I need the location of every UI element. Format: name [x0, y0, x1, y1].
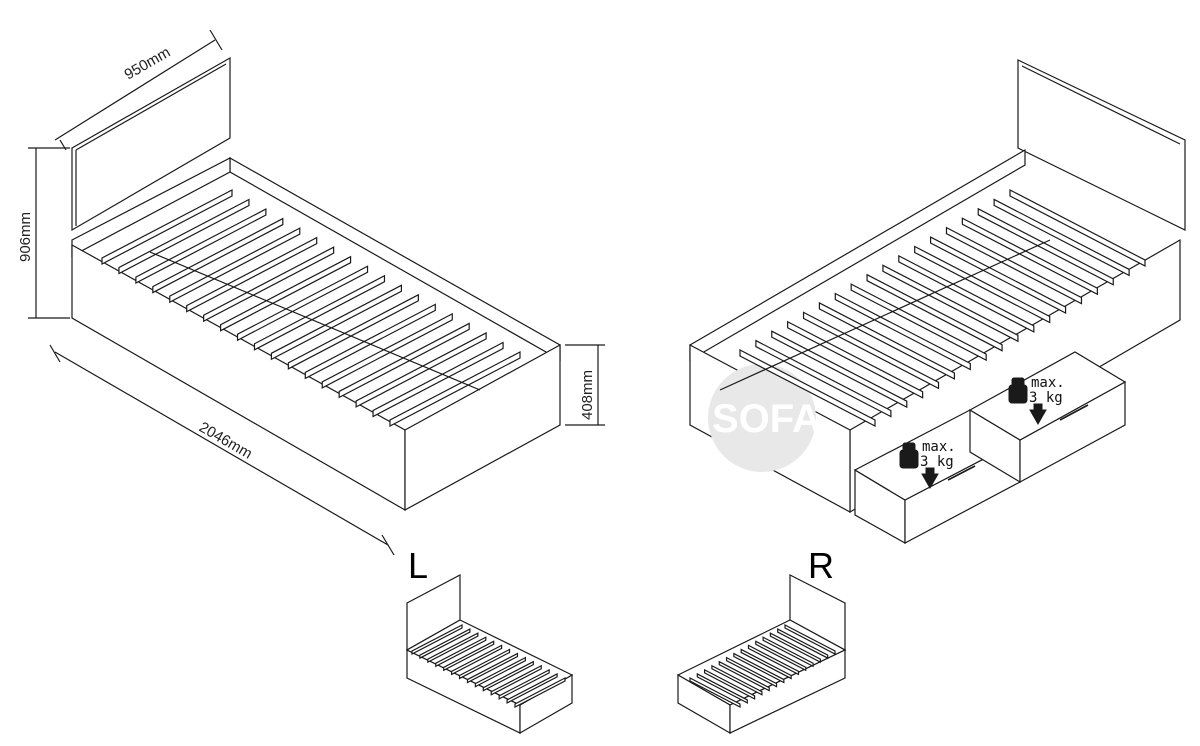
slat	[451, 644, 503, 676]
slat	[834, 292, 971, 371]
slat	[771, 330, 908, 409]
slat	[740, 648, 792, 680]
slat	[769, 632, 821, 664]
load-max-label-1: max.	[922, 439, 956, 455]
slat	[762, 636, 814, 668]
slat	[435, 636, 487, 668]
slat	[372, 341, 504, 418]
slat	[506, 672, 558, 704]
slat	[411, 624, 463, 655]
load-value-label-2: 3 kg	[1029, 390, 1063, 406]
dim-frame-height-label: 408mm	[579, 370, 596, 420]
slat	[203, 246, 335, 323]
dim-length-label: 2046mm	[196, 419, 255, 463]
dim-height-label: 906mm	[17, 212, 34, 262]
slat	[514, 677, 566, 708]
load-value-label-1: 3 kg	[920, 454, 954, 470]
slat	[169, 227, 301, 304]
variant-left-label: L	[408, 545, 428, 586]
slat	[270, 284, 403, 361]
slat	[287, 293, 419, 370]
left-foot-end	[404, 343, 561, 512]
slat	[777, 628, 829, 660]
slat	[474, 656, 526, 688]
slat	[427, 632, 479, 664]
slat	[1009, 189, 1146, 267]
slat	[733, 652, 785, 684]
slat	[898, 254, 1035, 333]
slat	[755, 339, 892, 418]
slat	[945, 226, 1083, 305]
dimension-lines	[28, 29, 605, 556]
slat	[253, 274, 386, 351]
slat	[882, 264, 1019, 343]
slat	[338, 322, 470, 399]
slat	[419, 628, 471, 660]
right-bed-drawing: SOFA	[689, 59, 1186, 545]
slat	[135, 208, 267, 285]
slat	[787, 320, 924, 399]
slat	[739, 349, 876, 427]
slat	[482, 660, 534, 692]
watermark-circle	[708, 364, 816, 472]
slat	[458, 648, 511, 680]
slat	[304, 303, 436, 380]
left-headboard	[71, 56, 231, 232]
slat	[689, 677, 741, 708]
variant-right-thumbnail	[676, 574, 847, 735]
right-headboard	[1017, 59, 1186, 231]
slat	[866, 273, 1003, 352]
variant-right-label: R	[808, 545, 834, 586]
slat	[490, 664, 542, 696]
slat	[443, 640, 495, 672]
slat	[152, 217, 284, 294]
watermark-text: SOFA	[712, 397, 821, 441]
slat	[850, 283, 987, 362]
left-bed-drawing	[71, 56, 561, 512]
slat	[186, 236, 318, 313]
weight-icon-1	[899, 442, 939, 490]
left-slats	[101, 189, 521, 427]
weight-icon-2	[1008, 377, 1047, 426]
slat	[711, 664, 763, 696]
slat	[725, 656, 778, 688]
slat	[118, 198, 250, 275]
slat	[389, 351, 521, 427]
slat	[802, 311, 940, 390]
slat	[498, 668, 550, 700]
slat	[355, 331, 487, 408]
slat	[236, 265, 369, 342]
slat	[961, 217, 1098, 296]
load-max-label-2: max.	[1031, 375, 1065, 391]
slat	[784, 624, 836, 655]
right-slats	[739, 189, 1146, 427]
slat	[929, 236, 1067, 315]
slat	[818, 301, 956, 380]
dim-width-label: 950mm	[122, 44, 174, 84]
slat	[993, 198, 1130, 277]
slat	[914, 245, 1051, 324]
slat	[755, 640, 807, 672]
slat	[747, 644, 800, 676]
slat	[466, 652, 519, 684]
slat	[977, 207, 1114, 286]
slat	[101, 189, 233, 265]
slat	[718, 660, 770, 692]
slat	[704, 668, 756, 700]
variant-left-thumbnail	[405, 574, 574, 735]
slat	[696, 672, 748, 704]
slat	[219, 255, 352, 332]
